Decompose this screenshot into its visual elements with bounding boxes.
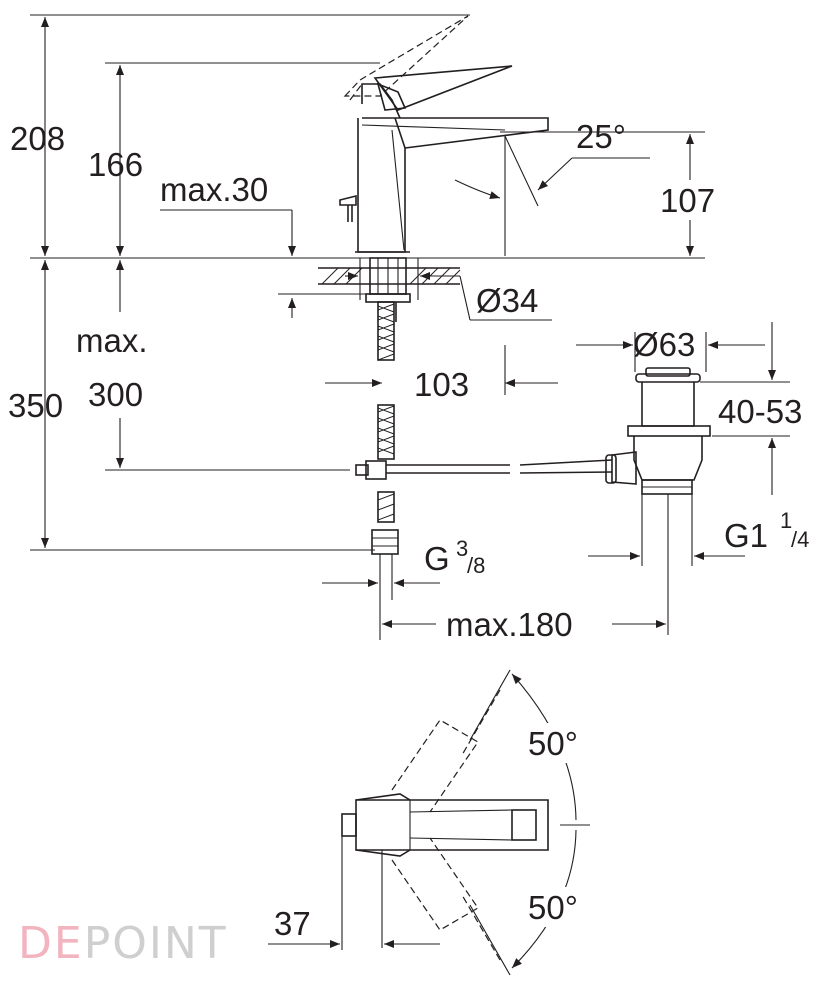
dimension-g-1-1-4: G1 1 /4 [588,508,809,560]
watermark-part1: DE [18,918,84,969]
watermark-logo: DEPOINT [18,918,228,969]
dimension-166: 166 [88,65,143,256]
dimension-g38-num: 3 [456,536,468,561]
dimension-40-53-label: 40-53 [718,393,802,430]
dimension-107-label: 107 [660,182,715,219]
dimension-166-label: 166 [88,146,143,183]
dimension-max-30-label: max.30 [160,171,268,208]
dimension-max-180-label: max.180 [446,606,573,643]
dimension-angle-25-label: 25° [576,118,626,155]
watermark-part2: POINT [83,918,228,969]
dimension-max-label: max. [76,322,148,359]
faucet-body [339,15,549,253]
swivel-angle-top-label: 50° [528,725,578,762]
top-view: 50° 50° 37 [268,669,590,976]
dimension-max-300: max. 300 [76,260,148,468]
dimension-g38-den: /8 [467,553,485,578]
dimension-dia-34: Ø34 [345,258,552,321]
deck-mounting [318,257,461,322]
dimension-208: 208 [10,17,65,256]
dimension-g38-main: G [424,540,450,577]
dimension-dia-63: Ø63 [576,326,765,372]
dimension-g114-main: G1 [724,517,768,554]
dimension-40-53: 40-53 [700,322,802,495]
swivel-angle-bottom-label: 50° [528,889,578,926]
waste-assembly [605,367,711,635]
dimension-g114-den: /4 [791,527,809,552]
dimension-300-label: 300 [88,376,143,413]
dimension-dia-34-label: Ø34 [476,282,538,319]
dimension-350-label: 350 [8,387,63,424]
dimension-103: 103 [325,345,558,403]
dimension-spout: 25° 107 [454,118,725,256]
dimension-37-label: 37 [274,905,311,942]
supply-hose [355,301,613,640]
dimension-350: 350 [8,260,63,548]
dimension-max-180: max.180 [382,606,666,643]
dimension-208-label: 208 [10,120,65,157]
dimension-dia-63-label: Ø63 [633,326,695,363]
dimension-g-3-8: G 3 /8 [322,536,485,587]
dimension-g114-num: 1 [780,508,792,533]
dimension-max-30: max.30 [160,171,370,318]
dimension-103-label: 103 [414,366,469,403]
